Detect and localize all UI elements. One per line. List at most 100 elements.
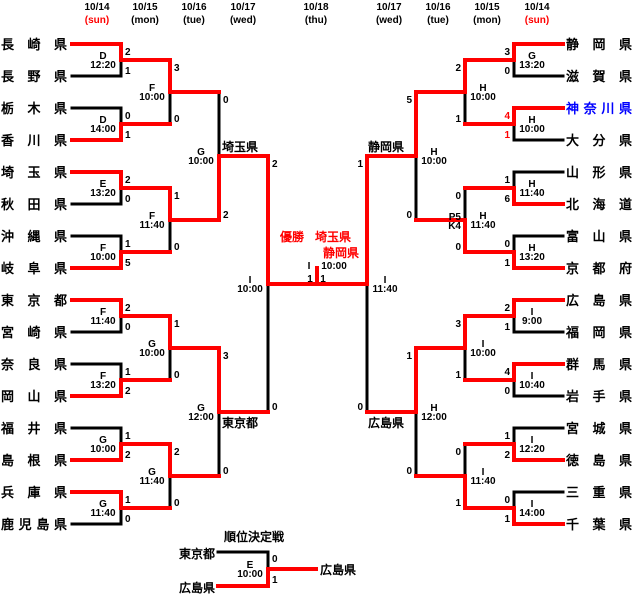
team-name: 岡山県 bbox=[1, 389, 67, 405]
match-time: 9:00 bbox=[522, 316, 542, 327]
score: 2 bbox=[272, 159, 278, 170]
score: 2 bbox=[455, 63, 461, 74]
match-time: 10:00 bbox=[237, 284, 263, 295]
score: 0 bbox=[272, 554, 278, 565]
venue-label: D bbox=[99, 51, 106, 62]
date-header: 10/17 bbox=[230, 2, 255, 13]
team-name: 京都府 bbox=[566, 261, 632, 277]
date-header: 10/17 bbox=[376, 2, 401, 13]
day-header: (wed) bbox=[376, 15, 402, 26]
score: 0 bbox=[406, 466, 412, 477]
date-header: 10/14 bbox=[84, 2, 109, 13]
date-header: 10/14 bbox=[524, 2, 549, 13]
score: 1 bbox=[504, 514, 510, 525]
score: 1 bbox=[125, 495, 131, 506]
team-name: 千葉県 bbox=[566, 517, 632, 533]
team-name: 徳島県 bbox=[565, 453, 632, 469]
score: 2 bbox=[125, 386, 131, 397]
day-header: (wed) bbox=[230, 15, 256, 26]
score: 2 bbox=[504, 450, 510, 461]
score: 1 bbox=[307, 274, 313, 285]
champion-name: 静岡県 bbox=[323, 245, 359, 260]
match-time: 12:00 bbox=[188, 412, 214, 423]
score: 0 bbox=[174, 114, 180, 125]
venue-label: G bbox=[99, 435, 107, 446]
match-time: 11:40 bbox=[470, 476, 495, 487]
match-time: 12:20 bbox=[90, 60, 116, 71]
venue-label: G bbox=[148, 339, 156, 350]
score: 1 bbox=[455, 114, 461, 125]
score: 1 bbox=[504, 175, 510, 186]
match-time: 13:20 bbox=[90, 380, 116, 391]
match-time: 13:20 bbox=[519, 252, 545, 263]
score: 5 bbox=[125, 258, 131, 269]
team-name: 東京都 bbox=[1, 293, 67, 309]
score: 3 bbox=[504, 47, 510, 58]
venue-label: G bbox=[148, 467, 156, 478]
date-header: 10/16 bbox=[425, 2, 450, 13]
third-place-winner: 広島県 bbox=[320, 562, 356, 577]
date-header: 10/15 bbox=[474, 2, 499, 13]
team-name: 香川県 bbox=[0, 133, 67, 149]
team-name: 栃木県 bbox=[1, 101, 67, 117]
venue-label: I bbox=[531, 371, 534, 382]
score: 4 bbox=[504, 367, 510, 378]
score: 0 bbox=[455, 242, 461, 253]
score: 0 bbox=[504, 386, 510, 397]
date-header: 10/16 bbox=[181, 2, 206, 13]
team-name: 埼玉県 bbox=[1, 165, 67, 181]
team-name: 沖縄県 bbox=[1, 229, 67, 245]
venue-label: I bbox=[531, 499, 534, 510]
score: 3 bbox=[174, 63, 180, 74]
third-place-team: 広島県 bbox=[179, 580, 215, 595]
day-header: (sun) bbox=[85, 15, 109, 26]
match-time: 11:40 bbox=[139, 476, 164, 487]
score: 0 bbox=[272, 402, 278, 413]
score: 0 bbox=[174, 370, 180, 381]
third-place-team: 東京都 bbox=[179, 546, 215, 561]
team-name: 滋賀県 bbox=[566, 69, 632, 85]
team-name: 山形県 bbox=[566, 165, 632, 181]
team-name: 福岡県 bbox=[565, 325, 632, 341]
match-time: 10:00 bbox=[470, 348, 496, 359]
semifinal-team: 広島県 bbox=[368, 415, 404, 430]
semifinal-team: 静岡県 bbox=[368, 139, 404, 154]
venue-label: G bbox=[197, 147, 205, 158]
match-time: 10:40 bbox=[519, 380, 545, 391]
score: 0 bbox=[174, 498, 180, 509]
match-time: 11:40 bbox=[470, 220, 495, 231]
match-time: 11:40 bbox=[372, 284, 397, 295]
team-name: 群馬県 bbox=[566, 357, 632, 373]
match-time: 11:40 bbox=[90, 508, 115, 519]
match-time: 11:40 bbox=[90, 316, 115, 327]
score: 3 bbox=[455, 319, 461, 330]
score: 1 bbox=[125, 431, 131, 442]
score: 1 bbox=[504, 322, 510, 333]
team-name: 奈良県 bbox=[0, 357, 67, 373]
venue-label: I bbox=[249, 275, 252, 286]
team-name: 宮城県 bbox=[566, 421, 632, 437]
score: 0 bbox=[223, 95, 229, 106]
match-time: 12:20 bbox=[519, 444, 545, 455]
score: 1 bbox=[504, 130, 510, 141]
venue-label: E bbox=[100, 179, 107, 190]
match-time: 10:00 bbox=[139, 92, 165, 103]
match-time: 10:00 bbox=[139, 348, 165, 359]
match-time: 10:00 bbox=[519, 124, 545, 135]
score: 1 bbox=[357, 159, 363, 170]
score: 0 bbox=[125, 514, 131, 525]
day-header: (sun) bbox=[525, 15, 549, 26]
match-time: 10:00 bbox=[470, 92, 496, 103]
score: 5 bbox=[406, 95, 412, 106]
score: 2 bbox=[125, 303, 131, 314]
score: 2 bbox=[125, 47, 131, 58]
score: 1 bbox=[125, 66, 131, 77]
venue-label: G bbox=[197, 403, 205, 414]
score: 1 bbox=[455, 370, 461, 381]
team-name: 長崎県 bbox=[1, 37, 67, 53]
team-name: 岐阜県 bbox=[1, 261, 67, 277]
venue-label: I bbox=[482, 339, 485, 350]
venue-label: I bbox=[384, 275, 387, 286]
